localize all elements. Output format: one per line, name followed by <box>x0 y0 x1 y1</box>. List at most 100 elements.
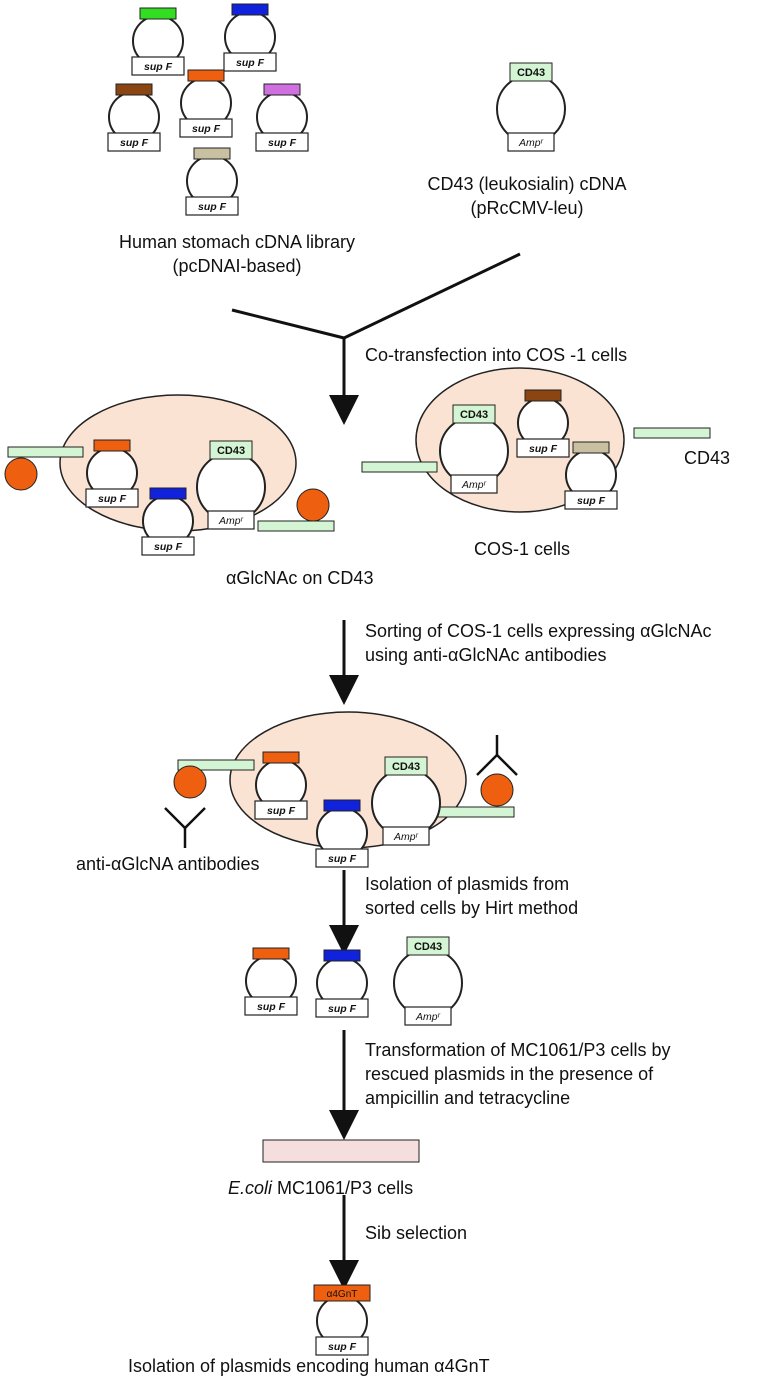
amp-box <box>207 510 255 530</box>
cell-plasmid-blue: sup F <box>141 487 195 556</box>
supf-box <box>315 848 369 868</box>
supf-label: sup F <box>328 1003 357 1015</box>
step4-line3: ampicillin and tetracycline <box>365 1088 571 1108</box>
ecoli-label: E.coli MC1061/P3 cells <box>228 1176 413 1200</box>
insert-tab <box>524 389 562 402</box>
step3-line2: sorted cells by Hirt method <box>365 898 579 918</box>
supf-box <box>315 998 369 1018</box>
supf-box <box>179 118 233 138</box>
a4gnt-plasmid: α4GnT sup F <box>313 1284 371 1356</box>
step2-label: Sorting of COS-1 cells expressing αGlcNA… <box>365 619 712 667</box>
insert-tab <box>262 751 300 764</box>
library-plasmid-brown: sup F <box>107 83 161 152</box>
supf-box <box>315 1336 369 1356</box>
step2-line1: Sorting of COS-1 cells expressing αGlcNA… <box>365 621 712 641</box>
supf-label: sup F <box>257 1001 286 1013</box>
cd43-side-label: CD43 <box>684 448 731 468</box>
cd43-insert-box <box>406 936 450 956</box>
step5-label: Sib selection <box>365 1223 468 1243</box>
antibodies-label: anti-αGlcNA antibodies <box>76 854 260 874</box>
library-title-line2: (pcDNAI-based) <box>172 256 302 276</box>
supf-label: sup F <box>144 61 173 73</box>
supf-label: sup F <box>236 57 265 69</box>
supf-label: sup F <box>154 541 183 553</box>
aglcnac-circle <box>173 765 207 799</box>
insert-tab <box>231 3 269 16</box>
supf-box <box>244 996 298 1016</box>
supf-box <box>254 800 308 820</box>
supf-label: sup F <box>529 443 558 455</box>
sorted-plasmid-blue: sup F <box>315 799 369 868</box>
aglcnac-on-cd43-label: αGlcNAc on CD43 <box>226 568 374 588</box>
step3-line1: Isolation of plasmids from <box>365 874 570 894</box>
ecoli-rest: MC1061/P3 cells <box>272 1178 414 1198</box>
sorted-plasmid-orange: sup F <box>254 751 308 820</box>
library-plasmid-blue: sup F <box>223 3 277 72</box>
amp-label: Ampʳ <box>461 479 487 491</box>
supf-label: sup F <box>577 495 606 507</box>
supf-box <box>516 438 570 458</box>
insert-tab <box>323 949 361 962</box>
insert-tab <box>193 147 231 160</box>
cd43-bar <box>633 427 711 439</box>
aglcnac-circle <box>480 773 514 807</box>
step3-label: Isolation of plasmids from sorted cells … <box>365 872 578 920</box>
insert-tab <box>263 83 301 96</box>
cd43-bar <box>437 806 515 818</box>
ecoli-italic: E.coli <box>228 1178 273 1198</box>
supf-label: sup F <box>198 201 227 213</box>
supf-box <box>107 132 161 152</box>
cell-plasmid-khaki: sup F <box>564 441 618 510</box>
cd43-source-line1: CD43 (leukosialin) cDNA <box>427 174 627 194</box>
supf-label: sup F <box>328 1341 357 1353</box>
cd43-source-title: CD43 (leukosialin) cDNA (pRcCMV-leu) <box>412 172 642 220</box>
cd43-insert-label: CD43 <box>460 409 488 421</box>
library-plasmid-khaki: sup F <box>185 147 239 216</box>
supf-box <box>255 132 309 152</box>
amp-label: Ampʳ <box>218 515 244 527</box>
merge-line-right <box>343 252 521 340</box>
antibody-icon <box>476 735 518 776</box>
supf-box <box>141 536 195 556</box>
cd43-bar <box>257 520 335 532</box>
cd43-insert-label: CD43 <box>517 67 545 79</box>
cd43-bar <box>361 461 438 473</box>
insert-tab <box>187 69 225 82</box>
cos-cells-label: COS-1 cells <box>474 539 571 559</box>
amp-label: Ampʳ <box>393 831 419 843</box>
amp-box <box>404 1006 452 1026</box>
cell-plasmid-orange: sup F <box>85 439 139 508</box>
supf-label: sup F <box>98 493 127 505</box>
step4-label: Transformation of MC1061/P3 cells by res… <box>365 1038 670 1110</box>
supf-box <box>223 52 277 72</box>
amp-box <box>382 826 430 846</box>
supf-box <box>564 490 618 510</box>
final-label: Isolation of plasmids encoding human α4G… <box>128 1356 490 1376</box>
supf-box <box>185 196 239 216</box>
merge-line-left <box>231 308 345 340</box>
cd43-insert-label: CD43 <box>217 445 245 457</box>
library-title-line1: Human stomach cDNA library <box>118 232 356 252</box>
antibody-icon <box>164 807 206 848</box>
cd43-insert-box <box>384 756 428 776</box>
library-plasmid-violet: sup F <box>255 83 309 152</box>
step2-line2: using anti-αGlcNAc antibodies <box>365 645 607 665</box>
library-title: Human stomach cDNA library (pcDNAI-based… <box>112 230 362 278</box>
ecoli-cell-bar <box>262 1139 420 1163</box>
supf-label: sup F <box>192 123 221 135</box>
cd43-bar <box>177 759 255 771</box>
amp-label: Ampʳ <box>415 1011 441 1023</box>
cd43-insert-box <box>209 440 253 460</box>
supf-label: sup F <box>267 805 296 817</box>
cd43-source-line2: (pRcCMV-leu) <box>470 198 584 218</box>
step4-line1: Transformation of MC1061/P3 cells by <box>365 1040 671 1060</box>
supf-box <box>85 488 139 508</box>
cd43-insert-box <box>509 62 553 82</box>
amp-label: Ampʳ <box>518 137 544 149</box>
isolated-plasmid-blue: sup F <box>315 949 369 1018</box>
supf-label: sup F <box>268 137 297 149</box>
a4gnt-tab-label: α4GnT <box>327 1289 358 1300</box>
